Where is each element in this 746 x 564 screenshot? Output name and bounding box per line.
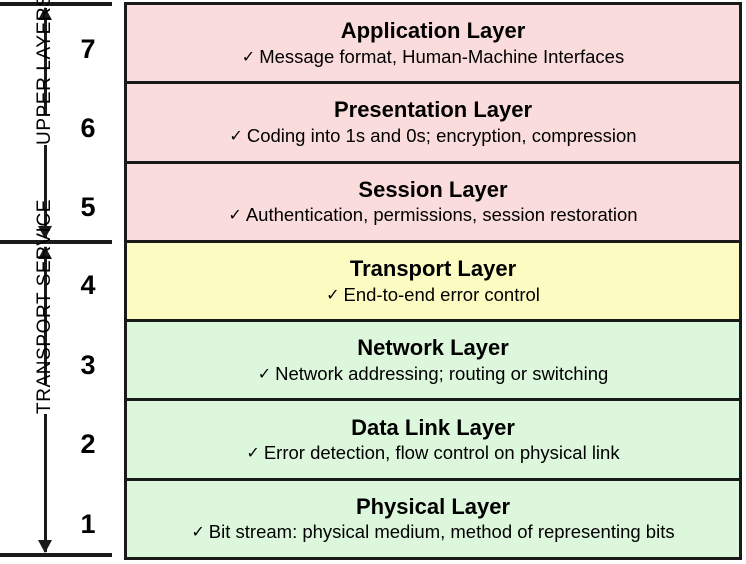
transport-service-arrow: TRANSPORT SERVICE (30, 199, 60, 553)
layer-description-text: Authentication, permissions, session res… (245, 204, 638, 226)
layer-number-6: 6 (80, 113, 96, 143)
layer-title-network: Network Layer (357, 335, 509, 361)
arrow-head-up-icon (38, 246, 52, 259)
layer-title-physical: Physical Layer (355, 493, 511, 519)
layer-row-physical[interactable]: Physical Layer ✓Bit stream: physical med… (127, 480, 739, 557)
group-divider-bottom (0, 553, 112, 557)
check-icon: ✓ (228, 207, 242, 225)
group-divider-middle (0, 240, 112, 244)
check-icon: ✓ (257, 365, 272, 383)
layer-row-transport[interactable]: Transport Layer ✓End-to-end error contro… (127, 242, 739, 323)
layer-title-application: Application Layer (340, 18, 526, 44)
layer-title-transport: Transport Layer (349, 255, 517, 281)
layer-description-session: ✓Authentication, permissions, session re… (228, 204, 637, 225)
group-label-transport-service: TRANSPORT SERVICE (31, 199, 59, 414)
check-icon: ✓ (326, 286, 340, 304)
layer-description-transport: ✓End-to-end error control (326, 284, 540, 305)
layer-description-text: End-to-end error control (343, 283, 540, 305)
layer-number-1: 1 (80, 509, 96, 539)
layer-title-presentation: Presentation Layer (333, 97, 533, 123)
layer-description-text: Coding into 1s and 0s; encryption, compr… (246, 125, 637, 147)
group-divider-top (0, 2, 112, 6)
check-icon: ✓ (241, 48, 256, 66)
layer-number-3: 3 (80, 350, 96, 380)
group-label-upper-layers: UPPER LAYERS (31, 0, 59, 145)
layer-stack: Application Layer ✓Message format, Human… (124, 2, 742, 560)
layer-title-data-link: Data Link Layer (351, 414, 515, 440)
layer-description-network: ✓Network addressing; routing or switchin… (258, 363, 609, 384)
arrow-head-up-icon (38, 7, 52, 20)
layer-description-presentation: ✓Coding into 1s and 0s; encryption, comp… (229, 125, 636, 146)
layer-number-4: 4 (80, 270, 96, 300)
check-icon: ✓ (246, 445, 260, 463)
layer-row-network[interactable]: Network Layer ✓Network addressing; routi… (127, 322, 739, 402)
layer-title-session: Session Layer (358, 176, 508, 202)
layer-description-data-link: ✓Error detection, flow control on physic… (246, 442, 619, 463)
upper-layers-arrow: UPPER LAYERS (30, 0, 60, 239)
layer-row-application[interactable]: Application Layer ✓Message format, Human… (127, 5, 739, 85)
layer-number-7: 7 (80, 34, 96, 64)
layer-number-2: 2 (80, 429, 96, 459)
arrow-head-down-icon (38, 226, 52, 239)
layer-description-application: ✓Message format, Human-Machine Interface… (242, 46, 624, 67)
check-icon: ✓ (191, 524, 205, 542)
arrow-head-down-icon (38, 540, 52, 553)
check-icon: ✓ (229, 128, 243, 146)
layer-description-text: Network addressing; routing or switching (275, 362, 609, 384)
layer-row-session[interactable]: Session Layer ✓Authentication, permissio… (127, 163, 739, 243)
group-annotation-column: UPPER LAYERS TRANSPORT SERVICE 7 6 5 4 3… (0, 0, 124, 564)
layer-row-presentation[interactable]: Presentation Layer ✓Coding into 1s and 0… (127, 84, 739, 164)
layer-number-5: 5 (80, 192, 96, 222)
layer-description-text: Bit stream: physical medium, method of r… (208, 521, 675, 543)
layer-description-text: Message format, Human-Machine Interfaces (259, 45, 625, 67)
layer-description-text: Error detection, flow control on physica… (263, 442, 620, 464)
layer-row-data-link[interactable]: Data Link Layer ✓Error detection, flow c… (127, 401, 739, 481)
layer-description-physical: ✓Bit stream: physical medium, method of … (191, 521, 674, 542)
